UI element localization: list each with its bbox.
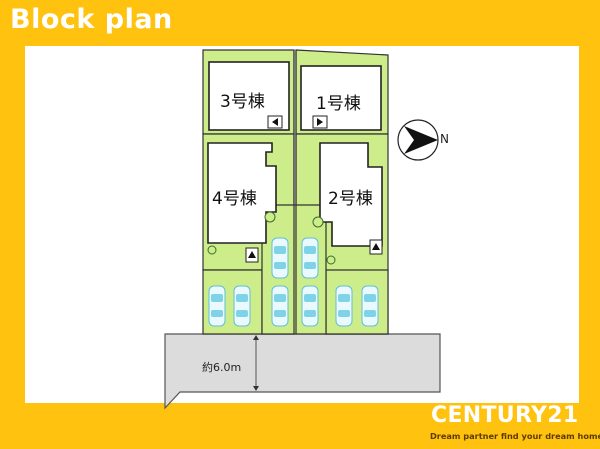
car-2	[233, 285, 251, 327]
trees	[207, 211, 336, 265]
entrance-marker-2	[369, 239, 383, 255]
road	[164, 333, 441, 410]
car-3	[271, 237, 289, 279]
page-title: Block plan	[10, 4, 173, 35]
title-banner-shape	[0, 0, 186, 46]
entrance-marker-1	[312, 115, 328, 129]
car-4	[301, 237, 319, 279]
brand-box-shape	[400, 403, 600, 449]
entrance-marker-4	[245, 247, 259, 263]
car-6	[301, 285, 319, 327]
car-5	[271, 285, 289, 327]
compass-icon	[397, 119, 439, 161]
lot-2-label: 2号棟	[328, 189, 373, 209]
brand-block: CENTURY21 Dream partner find your dream …	[410, 403, 600, 449]
lot-4-label: 4号棟	[212, 189, 257, 209]
compass-north-letter: N	[440, 132, 449, 146]
dimension-arrow-bottom	[253, 386, 259, 391]
title-banner: Block plan	[0, 0, 186, 46]
brand-logo: CENTURY21	[431, 403, 579, 428]
building-4	[207, 142, 277, 244]
lot-3-label: 3号棟	[220, 92, 265, 112]
car-8	[361, 285, 379, 327]
car-7	[335, 285, 353, 327]
road-width-label: 約6.0m	[202, 361, 242, 374]
brand-tagline: Dream partner find your dream home.	[430, 431, 600, 441]
lot-1-label: 1号棟	[316, 94, 361, 114]
lot-2-parking	[325, 269, 389, 335]
dimension-arrow-top	[253, 335, 259, 340]
entrance-marker-3	[267, 115, 283, 129]
car-1	[208, 285, 226, 327]
